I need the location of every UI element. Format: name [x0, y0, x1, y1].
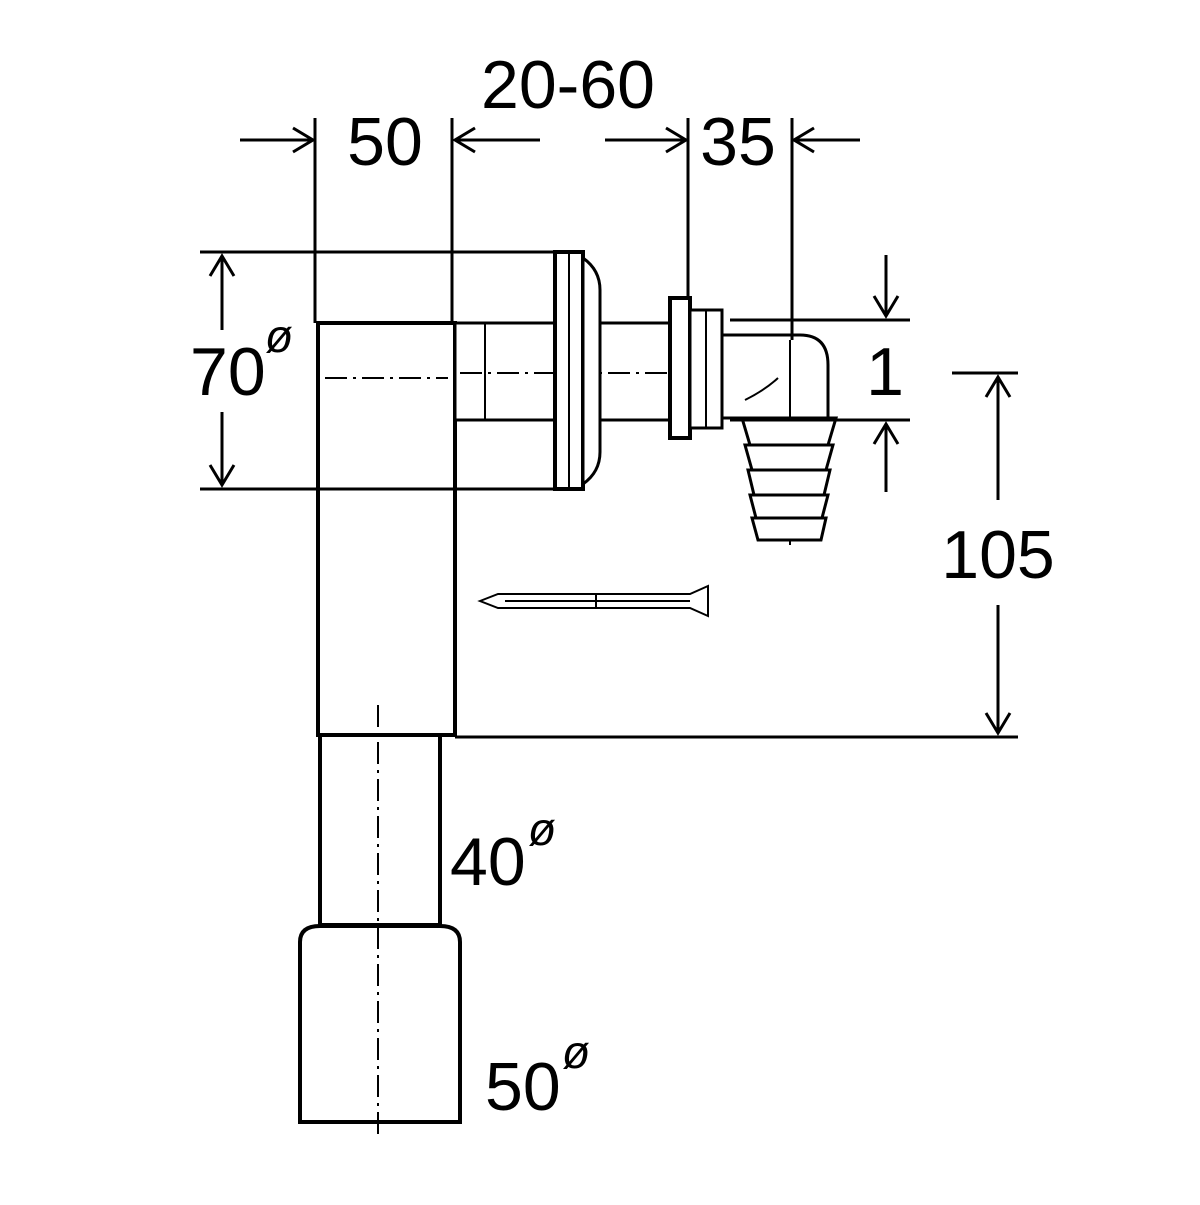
dimension-labels: 20-60 50 35 70 ø 1 105 40 ø 50 ø: [190, 47, 1055, 1125]
dim-label-35: 35: [700, 104, 776, 180]
arrow-up-icon: [984, 374, 1012, 398]
dim-label-105: 105: [941, 517, 1054, 593]
arrow-left-icon: [452, 126, 476, 154]
arrow-up-icon: [208, 253, 236, 277]
arrow-right-icon: [665, 126, 689, 154]
arrow-right-icon: [292, 126, 316, 154]
dim-label-70: 70: [190, 334, 266, 410]
rosette-collar: [581, 255, 602, 487]
vertical-body: [316, 321, 457, 737]
arrow-up-icon: [872, 421, 900, 445]
elbow-bend: [720, 333, 830, 420]
mounting-screw: [477, 584, 709, 618]
wall-rosette: [553, 250, 602, 491]
pipe-40: [318, 733, 442, 927]
union-nut: [668, 296, 724, 440]
diameter-symbol-icon: ø: [562, 1026, 590, 1078]
dim-label-20-60: 20-60: [481, 47, 655, 123]
pipe-50: [298, 924, 462, 1124]
arrow-left-icon: [791, 126, 815, 154]
dim-label-1: 1: [866, 334, 904, 410]
dim-label-50-top: 50: [347, 104, 423, 180]
dim-label-40: 40: [450, 824, 526, 900]
diameter-symbol-icon: ø: [528, 803, 556, 855]
elbow-body: [316, 321, 457, 737]
hose-elbow: [720, 333, 839, 545]
diameter-symbol-icon: ø: [265, 310, 293, 362]
arrow-down-icon: [208, 464, 236, 488]
dim-label-50-bottom: 50: [485, 1049, 561, 1125]
nut-flange: [668, 296, 692, 440]
outer-pipe: [593, 321, 677, 422]
extension-lines: [200, 118, 1018, 739]
dimension-arrows: [208, 126, 1012, 736]
arrow-down-icon: [872, 295, 900, 319]
screw-shape: [477, 584, 709, 618]
hose-barbs: [739, 416, 839, 542]
arrow-down-icon: [984, 712, 1012, 736]
connection-pipe: [453, 321, 680, 422]
lower-pipe: [298, 705, 462, 1140]
inner-sleeve: [453, 321, 557, 422]
